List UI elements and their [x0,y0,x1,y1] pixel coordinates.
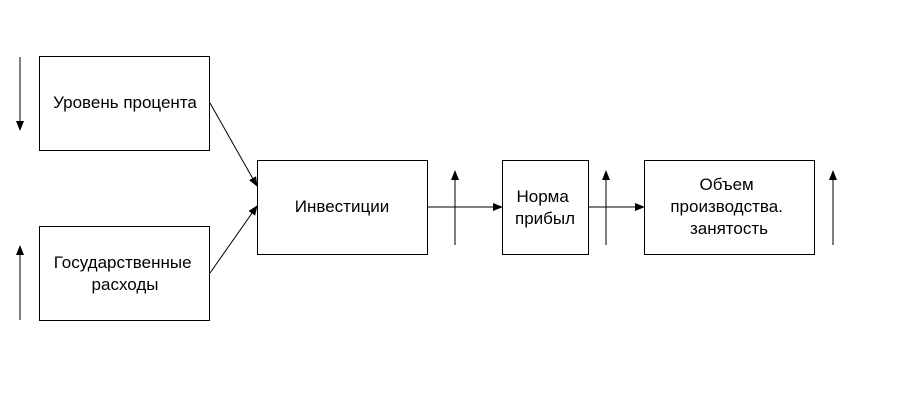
investment-label: Инвестиции [295,197,389,216]
output-box [644,160,815,255]
profit-rate-box [502,160,589,255]
output-label: Объем производства. занятость [670,175,787,238]
gov-spending-label-line-2: расходы [92,275,159,294]
gov-spending-box [39,226,210,321]
interest-rate-box [39,56,210,151]
interest-to-investment-arrow [209,102,258,187]
gov-spending-label: Государственные расходы [54,253,197,294]
interest-rate-label-line-1: Уровень процента [53,93,197,112]
profit-rate-label-line-1: Норма [516,187,569,206]
output-label-line-1: Объем [700,175,754,194]
investment-box [257,160,428,255]
investment-label-line-1: Инвестиции [295,197,389,216]
output-label-line-3: занятость [690,219,768,238]
gov-spending-label-line-1: Государственные [54,253,192,272]
profit-rate-label: Норма прибыл [515,187,575,228]
spending-to-investment-arrow [209,205,258,274]
output-label-line-2: производства. [670,197,783,216]
profit-rate-label-line-2: прибыл [515,209,575,228]
interest-rate-label: Уровень процента [53,93,197,112]
